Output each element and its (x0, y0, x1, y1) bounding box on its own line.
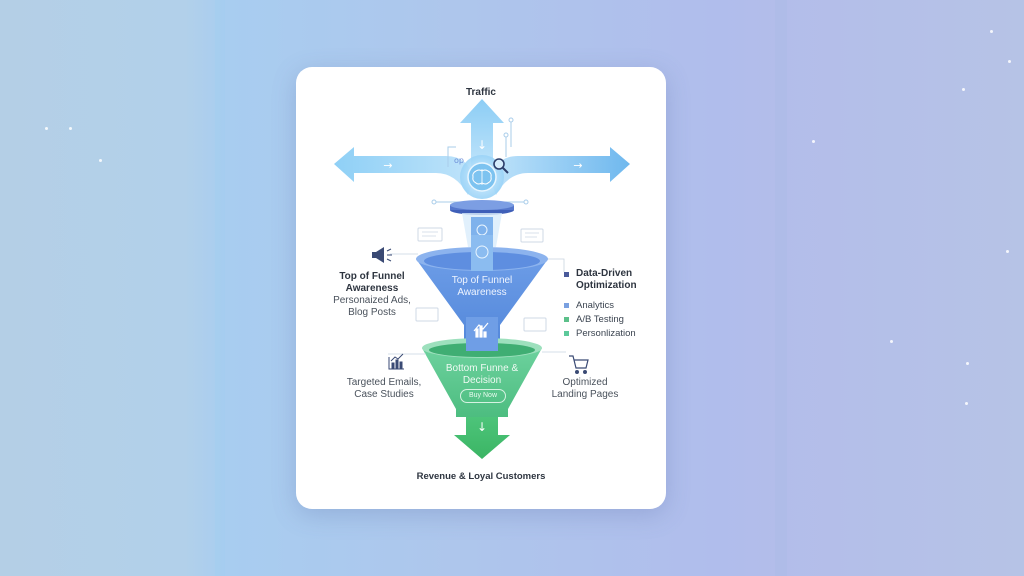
traffic-right-arrow: → (490, 147, 630, 195)
legend-heading-marker (564, 272, 569, 277)
background-band (215, 0, 225, 576)
magnifier-icon (493, 158, 509, 174)
legend-item-personalization: Personlization (564, 326, 637, 340)
mid-funnel-annotation: Targeted Emails, Case Studies (346, 377, 422, 400)
legend-item-analytics: Analytics (564, 298, 637, 312)
legend-item-ab-testing: A/B Testing (564, 312, 637, 326)
traffic-title: Traffic (465, 87, 496, 98)
svg-text:↓: ↓ (477, 420, 487, 434)
top-funnel (416, 235, 548, 359)
buy-now-button[interactable]: Buy Now (460, 389, 506, 403)
optimization-legend: Data-Driven Optimization Analytics A/B T… (564, 268, 637, 340)
document-icons (415, 227, 547, 332)
funnel-graphic: ↓ → → op (334, 99, 630, 459)
landing-pages-annotation: Optimized Landing Pages (551, 377, 619, 400)
traffic-left-arrow: → (334, 147, 474, 195)
top-ring (450, 200, 514, 215)
bottom-funnel-label: Bottom Funne & Decision (445, 363, 519, 386)
svg-text:→: → (573, 159, 582, 172)
top-funnel-annotation: Top of Funnel Awareness Personaized Ads,… (333, 271, 411, 318)
revenue-down-arrow: ↓ (454, 417, 510, 459)
brain-icon (460, 155, 504, 199)
bottom-funnel (422, 317, 542, 417)
megaphone-icon (372, 247, 392, 263)
svg-text:op: op (454, 156, 464, 165)
shopping-cart-icon (569, 355, 589, 375)
revenue-title: Revenue & Loyal Customers (416, 471, 546, 482)
svg-text:→: → (383, 159, 392, 172)
svg-text:↓: ↓ (477, 138, 487, 152)
background-band (775, 0, 787, 576)
chart-icon-left (388, 353, 404, 370)
top-funnel-label: Top of Funnel Awareness (451, 275, 513, 298)
funnel-diagram-card: Traffic ↓ → → (296, 67, 666, 509)
bar-chart-icon (473, 322, 489, 338)
